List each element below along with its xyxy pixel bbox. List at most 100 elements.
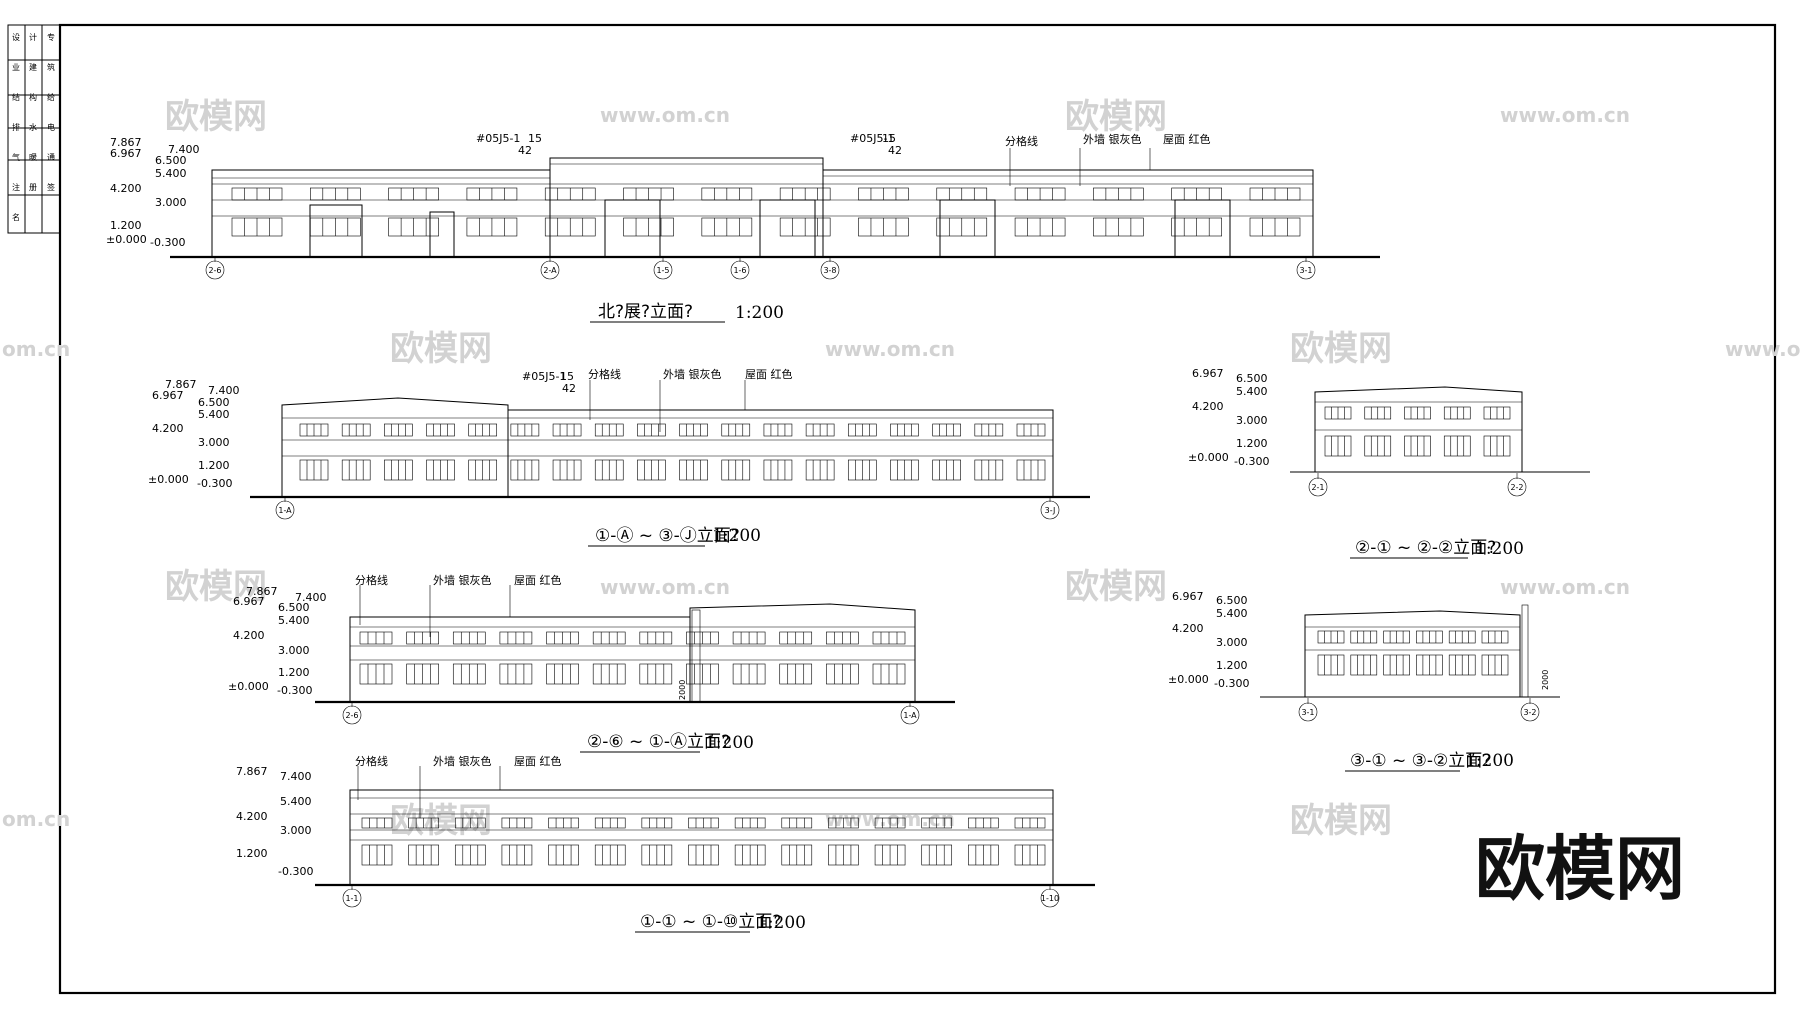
svg-text:结: 结 [12,92,20,102]
watermark-logo: 欧模网 [390,329,492,369]
level-label: 6.967 [1172,590,1204,603]
title-block [7,24,61,234]
svg-text:气: 气 [12,152,20,162]
svg-text:2-2: 2-2 [1510,483,1523,492]
axis-bubble: 2-A [540,256,560,280]
watermark-logo: 欧模网 [1065,567,1167,607]
note-text: 外墙 银灰色 [433,573,492,587]
watermark-logo: 欧模网 [390,801,492,841]
level-label: 5.400 [280,795,312,808]
level-label: 7.867 [165,378,197,391]
watermark-logo: 欧模网 [165,567,267,607]
scale-label: 1:200 [735,303,784,323]
svg-text:1-1: 1-1 [345,894,358,903]
level-label: 5.400 [155,167,187,180]
level-label: 6.500 [155,154,187,167]
svg-text:1-5: 1-5 [656,266,669,275]
level-label: 7.867 [110,136,142,149]
svg-text:册: 册 [29,183,37,192]
axis-bubble: 2-6 [205,256,225,280]
level-label: 7.867 [236,765,268,778]
svg-text:3-2: 3-2 [1523,708,1536,717]
axis-bubble: 1-10 [1040,884,1060,908]
note-text: 屋面 红色 [1163,132,1211,146]
note-text: 屋面 红色 [745,367,793,381]
elevation-caption: ②-⑥ ~ ①-Ⓐ立面? [587,732,730,752]
detail-ref: 15 [528,132,542,145]
axis-bubble: 3-2 [1520,698,1540,722]
watermark-logo: 欧模网 [165,97,267,137]
svg-text:专: 专 [47,32,55,42]
level-label: 1.200 [110,219,142,232]
scale-label: 1:200 [705,733,754,753]
level-label: 5.400 [278,614,310,627]
brand-watermark: 欧模网 [1475,828,1685,910]
title-block-text: 设计专业建筑结构给排水电气暖通注册签名 [12,32,55,222]
detail-ref: #05J5-1 [850,132,894,145]
svg-text:2-6: 2-6 [208,266,221,275]
window-row [359,663,906,685]
level-label: 3.000 [278,644,310,657]
note-text: 分格线 [588,367,621,381]
level-label: 1.200 [1236,437,1268,450]
level-label: 1.200 [236,847,268,860]
svg-text:2-1: 2-1 [1311,483,1324,492]
scale-label: 1:200 [757,913,806,933]
level-label: 7.400 [295,591,327,604]
elevation-2-1-2-2 [1290,386,1590,473]
level-label: 1.200 [1216,659,1248,672]
svg-text:设: 设 [12,32,20,42]
svg-text:3-8: 3-8 [823,266,836,275]
svg-text:筑: 筑 [47,62,55,72]
svg-text:电: 电 [47,122,55,132]
scale-label: 1:200 [1475,539,1524,559]
level-label: 6.967 [233,595,265,608]
note-text: 外墙 银灰色 [1083,132,1142,146]
level-label: 6.967 [152,389,184,402]
svg-text:3-1: 3-1 [1299,266,1312,275]
detail-ref: 42 [518,144,532,157]
svg-text:注: 注 [12,182,20,192]
watermark-url: www.om.cn [825,337,955,361]
elevation-2-6-1-a [315,603,955,704]
level-label: 7.400 [168,143,200,156]
svg-text:建: 建 [29,62,37,72]
level-label: ±0.000 [148,473,189,486]
level-label: -0.300 [150,236,185,249]
axis-bubble: 1-6 [730,256,750,280]
axis-bubble: 2-6 [342,701,362,725]
svg-text:水: 水 [29,122,37,132]
level-label: 6.500 [1216,594,1248,607]
note-leaders [357,148,1151,818]
elevation-north [170,157,1380,259]
svg-text:暖: 暖 [29,153,37,162]
level-label: 4.200 [233,629,265,642]
note-text: 分格线 [355,573,388,587]
elevation-caption: ②-① ~ ②-②立面? [1355,538,1496,558]
level-label: -0.300 [277,684,312,697]
elevation-caption: ①-Ⓐ ~ ③-Ⓙ立面? [595,526,740,546]
level-label: -0.300 [1234,455,1269,468]
svg-text:1-A: 1-A [278,506,292,515]
sheet-border [58,23,1777,995]
svg-text:计: 计 [29,32,37,42]
watermark-url: www.om.cn [600,575,730,599]
level-label: 6.500 [278,601,310,614]
level-label: 4.200 [1172,622,1204,635]
level-label: 3.000 [1216,636,1248,649]
detail-ref: 42 [888,144,902,157]
svg-text:排: 排 [12,122,20,132]
detail-ref: #05J5-1 [522,370,566,383]
svg-text:通: 通 [47,152,55,162]
svg-text:2-A: 2-A [543,266,557,275]
scale-label: 1:200 [1465,751,1514,771]
level-label: 1.200 [198,459,230,472]
dimension-label: 2000 [678,680,687,700]
window-row [361,817,1046,829]
svg-text:签: 签 [47,182,55,192]
window-row [359,631,906,645]
detail-ref: 42 [562,382,576,395]
level-label: 7.867 [246,585,278,598]
level-label: -0.300 [278,865,313,878]
